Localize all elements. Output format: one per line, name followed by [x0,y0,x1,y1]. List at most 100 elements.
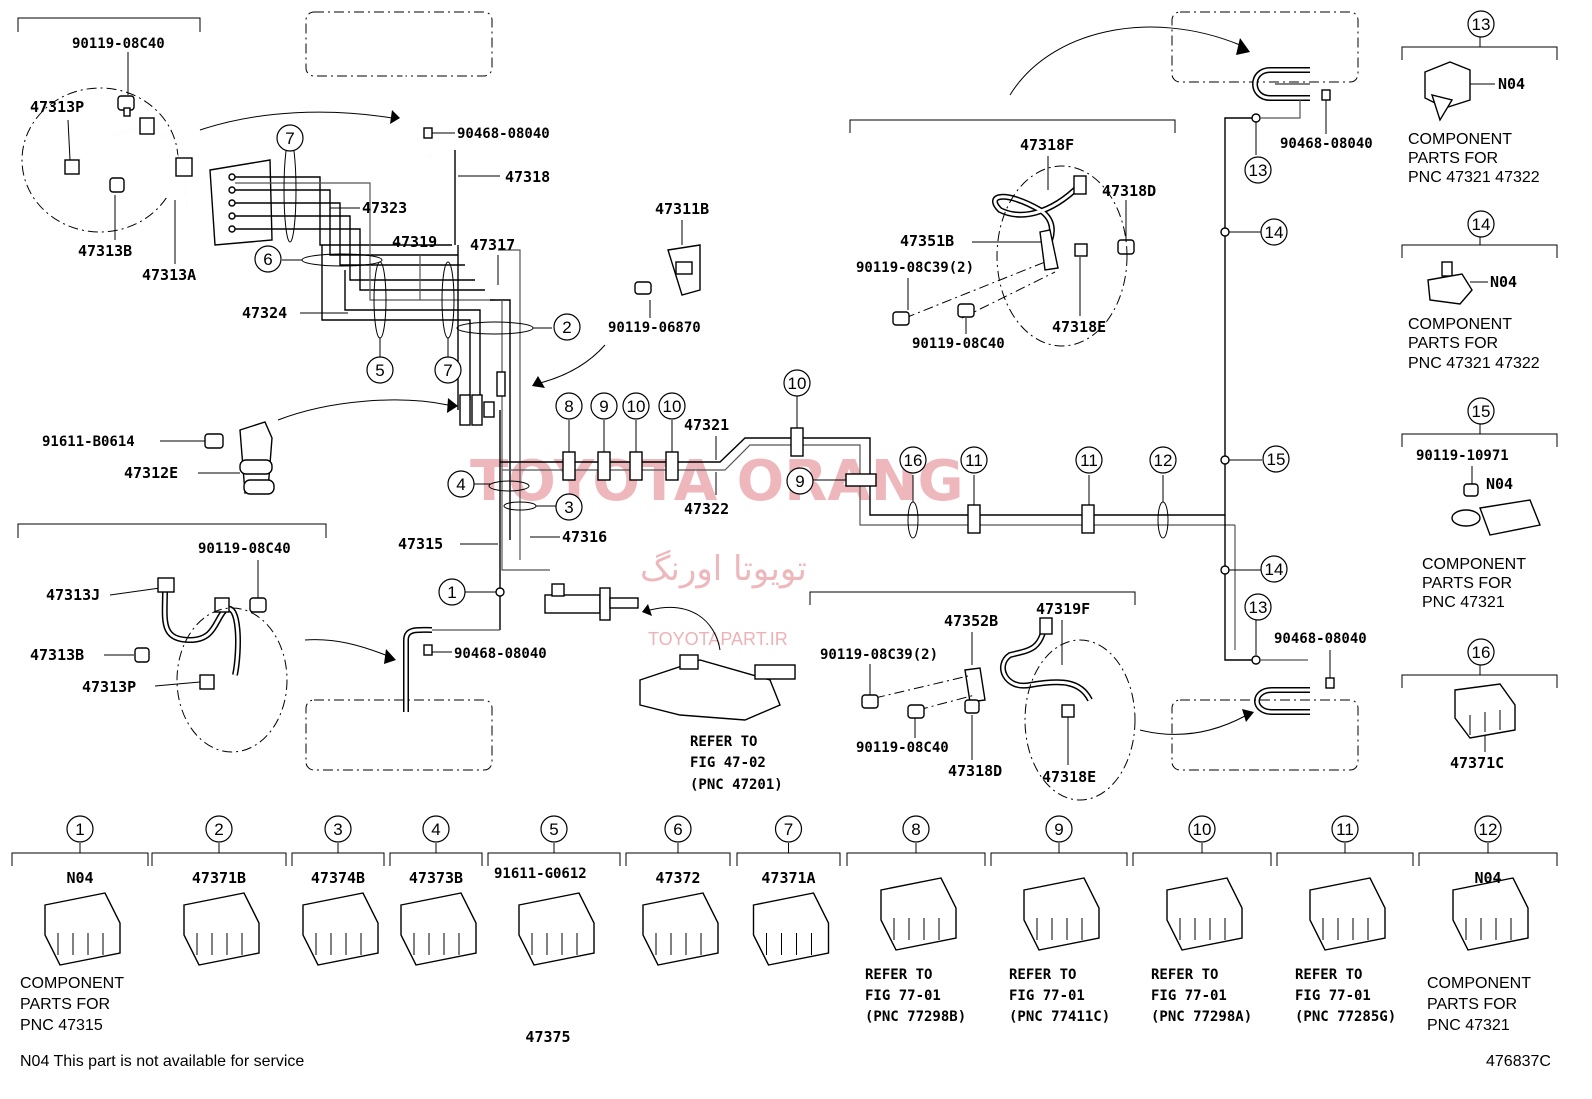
cp13-line3: PNC 47321 47322 [1408,169,1540,186]
bottom-note-line: (PNC 77285G) [1295,1009,1396,1025]
n04-14: N04 [1490,273,1517,291]
arrow [649,606,721,651]
label-47318e-b: 47318E [1042,768,1096,786]
svg-text:4: 4 [431,820,440,839]
callout-10: 10 [658,392,686,420]
bottom-note-line: REFER TO [1009,967,1076,983]
clip-8-on-line [562,451,576,481]
arrow [304,639,389,657]
cp13-line2: PARTS FOR [1408,150,1498,167]
brake-line-bundle [235,150,550,630]
arrow [277,399,449,421]
label-90119-08c40-b: 90119-08C40 [198,541,291,557]
svg-text:9: 9 [1054,820,1063,839]
arrow-head [642,604,652,616]
callout-12: 12 [1474,815,1502,843]
n04-13: N04 [1498,75,1525,93]
bottom-part-number: 47371A [761,869,815,887]
callout-number: 5 [375,361,384,380]
axis-line [917,694,976,711]
wheel-area-bottom-left [305,699,493,771]
clip-9-on-line [597,451,611,481]
bottom-note-line: (PNC 77298B) [865,1009,966,1025]
callout-13: 13 [1467,10,1495,38]
bolt-icon [1117,239,1135,255]
label-47318f: 47318F [1020,136,1074,154]
callout-number: 14 [1265,560,1284,579]
arrow [539,344,606,384]
footnote: N04 This part is not available for servi… [20,1053,304,1070]
label-90468-08040: 90468-08040 [457,126,550,142]
clip-icon [423,644,433,656]
bottom-note-line: (PNC 77411C) [1009,1009,1110,1025]
label-90119-08c39-b: 90119-08C39(2) [820,647,938,663]
svg-text:11: 11 [1336,820,1354,839]
bolt-icon [892,311,910,326]
callout-number: 10 [627,397,646,416]
label-90119-08c40-c: 90119-08C40 [912,336,1005,352]
callout-3: 3 [555,493,583,521]
svg-text:3: 3 [333,820,342,839]
callout-9: 9 [1045,815,1073,843]
callout-number: 14 [1472,215,1491,234]
clip-part-icon [752,892,830,966]
bottom-note-line: COMPONENT [20,975,124,992]
clip-15-point [1220,455,1230,465]
bottom-note-line: REFER TO [1295,967,1362,983]
label-47315: 47315 [398,535,443,553]
clip-part-icon [400,892,477,966]
bottom-part-number: 47373B [409,869,463,887]
bracket-47311b-icon [667,244,701,296]
callout-number: 2 [562,318,571,337]
callout-10: 10 [1188,815,1216,843]
svg-text:12: 12 [1479,820,1498,839]
callout-15: 15 [1262,445,1290,473]
svg-text:6: 6 [673,820,682,839]
callout-number: 1 [447,583,456,602]
detail-ellipse [176,607,288,753]
clip-part-icon [518,892,595,966]
callout-number: 16 [1472,643,1491,662]
clip-10c-on-line [790,427,804,457]
wheel-area-top-right [1171,11,1359,83]
label-47352b: 47352B [944,612,998,630]
bracket-13 [1401,46,1558,60]
refer-fig-47-line2: FIG 47-02 [690,755,766,771]
callout-7: 7 [434,356,462,384]
clip-11-on-line [967,504,981,534]
clip-part-icon [1452,877,1529,951]
bolt-icon [204,433,224,449]
axis-line [961,271,1056,319]
pipe [1260,100,1301,119]
callout-6: 6 [664,815,692,843]
label-90468-08040-c: 90468-08040 [1280,136,1373,152]
bottom-part-number: 91611-G0612 [494,866,587,882]
clip-part-icon [183,892,260,966]
line-leaders [568,396,1164,505]
arrow-head [447,398,458,413]
bracket-47312e-icon [239,421,275,495]
bolt-icon [1463,483,1479,497]
callout-number: 13 [1249,161,1268,180]
callout-number: 15 [1472,402,1491,421]
bolt-icon [964,699,980,714]
leader [67,119,71,161]
svg-text:10: 10 [1193,820,1212,839]
callout-number: 10 [663,397,682,416]
callout-14: 14 [1467,210,1495,238]
callout-15: 15 [1467,397,1495,425]
callout-1: 1 [438,578,466,606]
callout-number: 9 [795,472,804,491]
callout-number: 6 [263,250,272,269]
cp15-line1: COMPONENT [1422,556,1526,573]
refer-fig-47-line1: REFER TO [690,734,757,750]
bracket-top-left [17,17,201,32]
arrow [1139,715,1246,735]
bottom-part-number: 47374B [311,869,365,887]
